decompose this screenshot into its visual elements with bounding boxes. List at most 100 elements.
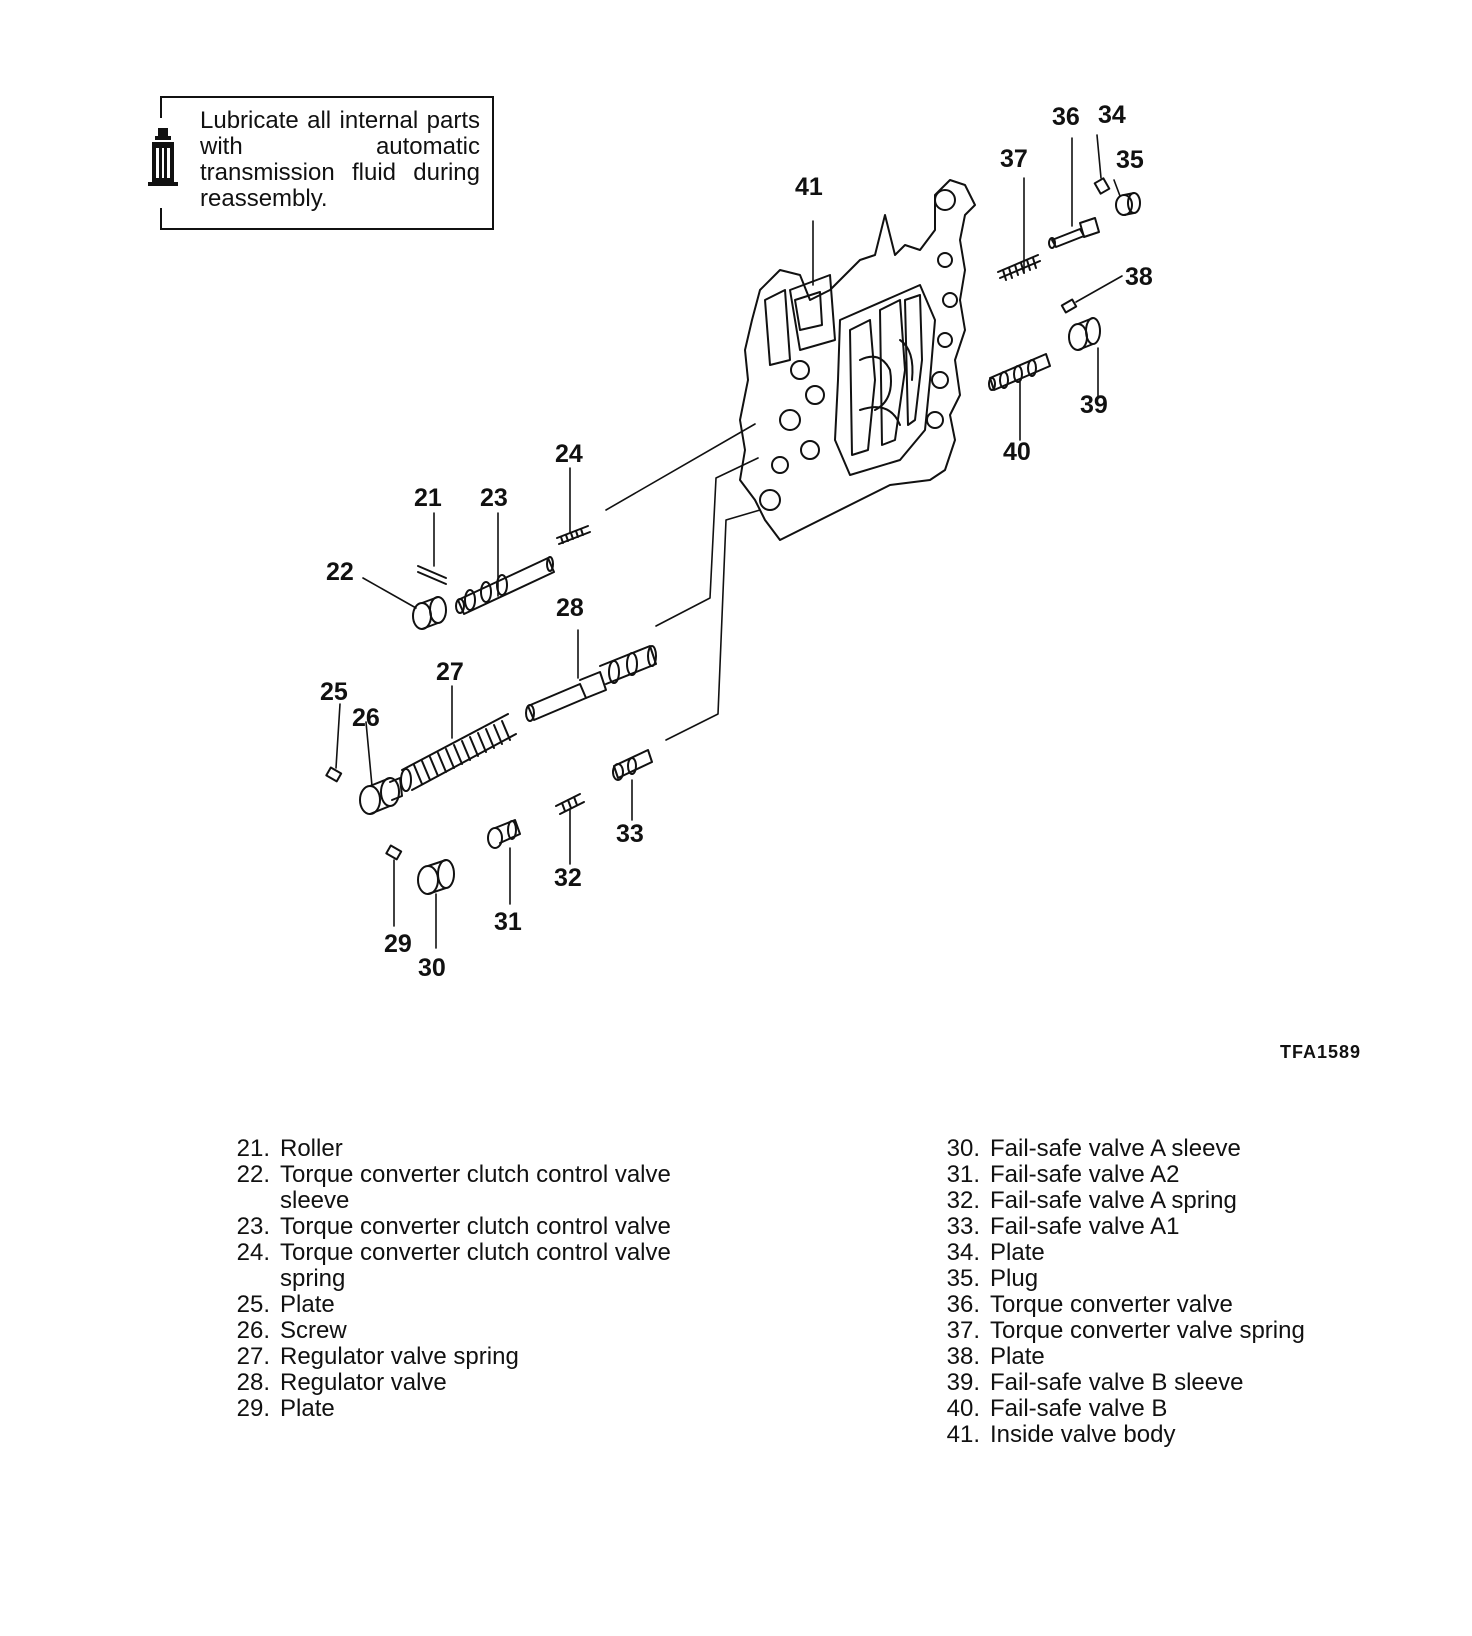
legend-num: 40. <box>946 1395 980 1422</box>
legend-label: Fail-safe valve A1 <box>990 1213 1180 1240</box>
plug-35 <box>1115 192 1141 216</box>
legend-item: 30. Fail-safe valve A sleeve <box>932 1136 1352 1162</box>
legend-label: Plate <box>990 1239 1045 1266</box>
legend-num: 35. <box>946 1265 980 1292</box>
legend-num: 22. <box>236 1161 270 1188</box>
legend-label: Torque converter clutch control valve <box>280 1213 671 1240</box>
legend-label: Plug <box>990 1265 1039 1292</box>
assembly-lines <box>605 423 761 741</box>
callout-38: 38 <box>1125 263 1153 291</box>
legend-num: 38. <box>946 1343 980 1370</box>
legend-item: 25. Plate <box>222 1292 672 1318</box>
callout-36: 36 <box>1052 103 1080 131</box>
legend-item: 34. Plate <box>932 1240 1352 1266</box>
legend-item: 22. Torque converter clutch control valve… <box>222 1162 672 1214</box>
callout-39: 39 <box>1080 391 1108 419</box>
legend-label: Regulator valve spring <box>280 1343 519 1370</box>
fluid-bottle-icon <box>148 128 178 186</box>
tcc-control-valve-sleeve <box>412 596 447 630</box>
legend-num: 41. <box>946 1421 980 1448</box>
legend-num: 27. <box>236 1343 270 1370</box>
torque-converter-valve <box>1048 217 1100 249</box>
fail-safe-valve-b-sleeve <box>1068 317 1101 351</box>
legend-item: 40. Fail-safe valve B <box>932 1396 1352 1422</box>
legend-item: 39. Fail-safe valve B sleeve <box>932 1370 1352 1396</box>
fail-safe-valve-a2 <box>487 819 521 849</box>
callout-33: 33 <box>616 820 644 848</box>
fail-safe-valve-a1 <box>612 749 653 781</box>
legend-item: 37. Torque converter valve spring <box>932 1318 1352 1344</box>
screw-26 <box>359 777 403 815</box>
note-frame <box>160 96 494 230</box>
plate-29 <box>385 844 403 861</box>
legend-num: 25. <box>236 1291 270 1318</box>
legend-label: Fail-safe valve A sleeve <box>990 1135 1241 1162</box>
legend-label: Fail-safe valve B <box>990 1395 1168 1422</box>
legend-item: 21. Roller <box>222 1136 672 1162</box>
legend-label: Torque converter valve spring <box>990 1317 1305 1344</box>
callout-35: 35 <box>1116 146 1144 174</box>
legend-label: Fail-safe valve B sleeve <box>990 1369 1244 1396</box>
legend-item: 31. Fail-safe valve A2 <box>932 1162 1352 1188</box>
legend-label: Plate <box>280 1291 335 1318</box>
legend-item: 36.Torque converter valve <box>932 1292 1352 1318</box>
legend-num: 26. <box>236 1317 270 1344</box>
legend-num: 32. <box>946 1187 980 1214</box>
legend-num: 33. <box>946 1213 980 1240</box>
roller-21 <box>417 565 447 585</box>
callout-31: 31 <box>494 908 522 936</box>
legend-num: 28. <box>236 1369 270 1396</box>
tcc-control-valve <box>455 556 555 615</box>
legend-label: Roller <box>280 1135 343 1162</box>
callout-30: 30 <box>418 954 446 982</box>
callout-41: 41 <box>795 173 823 201</box>
legend-item: 35. Plug <box>932 1266 1352 1292</box>
torque-converter-valve-spring <box>997 254 1041 281</box>
legend-num: 37. <box>946 1317 980 1344</box>
legend-label: Torque converter clutch control valve sl… <box>280 1161 671 1214</box>
legend-item: 41. Inside valve body <box>932 1422 1352 1448</box>
legend-num: 30. <box>946 1135 980 1162</box>
callout-labels: 41 37 36 34 35 38 39 40 24 21 23 22 28 2… <box>320 101 1153 982</box>
plate-25 <box>325 766 343 783</box>
plate-34 <box>1093 177 1111 195</box>
leader-lines <box>335 134 1123 949</box>
legend-item: 29. Plate <box>222 1396 672 1422</box>
legend-item: 26.Screw <box>222 1318 672 1344</box>
callout-40: 40 <box>1003 438 1031 466</box>
callout-34: 34 <box>1098 101 1126 129</box>
lubrication-note: Lubricate all internal parts with automa… <box>148 96 494 230</box>
legend-num: 23. <box>236 1213 270 1240</box>
legend-label: Plate <box>280 1395 335 1422</box>
fail-safe-valve-a-sleeve <box>417 859 455 895</box>
figure-id: TFA1589 <box>1280 1042 1362 1062</box>
callout-26: 26 <box>352 704 380 732</box>
callout-37: 37 <box>1000 145 1028 173</box>
legend-num: 31. <box>946 1161 980 1188</box>
fail-safe-valve-a-spring <box>555 793 585 815</box>
legend-item: 27. Regulator valve spring <box>222 1344 672 1370</box>
callout-29: 29 <box>384 930 412 958</box>
tcc-control-valve-spring <box>556 525 591 545</box>
callout-27: 27 <box>436 658 464 686</box>
legend-label: Torque converter clutch control valve sp… <box>280 1239 671 1292</box>
legend-item: 24.Torque converter clutch control valve… <box>222 1240 672 1292</box>
callout-25: 25 <box>320 678 348 706</box>
legend-label: Regulator valve <box>280 1369 447 1396</box>
plate-38 <box>1060 298 1078 314</box>
legend-item: 32. Fail-safe valve A spring <box>932 1188 1352 1214</box>
legend-num: 34. <box>946 1239 980 1266</box>
callout-32: 32 <box>554 864 582 892</box>
legend-label: Inside valve body <box>990 1421 1176 1448</box>
legend-item: 33. Fail-safe valve A1 <box>932 1214 1352 1240</box>
legend-label: Fail-safe valve A2 <box>990 1161 1180 1188</box>
legend-label: Fail-safe valve A spring <box>990 1187 1237 1214</box>
regulator-valve-spring <box>400 713 517 792</box>
legend-num: 39. <box>946 1369 980 1396</box>
legend-num: 29. <box>236 1395 270 1422</box>
callout-21: 21 <box>414 484 442 512</box>
legend-num: 21. <box>236 1135 270 1162</box>
legend-item: 28. Regulator valve <box>222 1370 672 1396</box>
legend-right: 30. Fail-safe valve A sleeve 31. Fail-safe… <box>932 1136 1352 1448</box>
